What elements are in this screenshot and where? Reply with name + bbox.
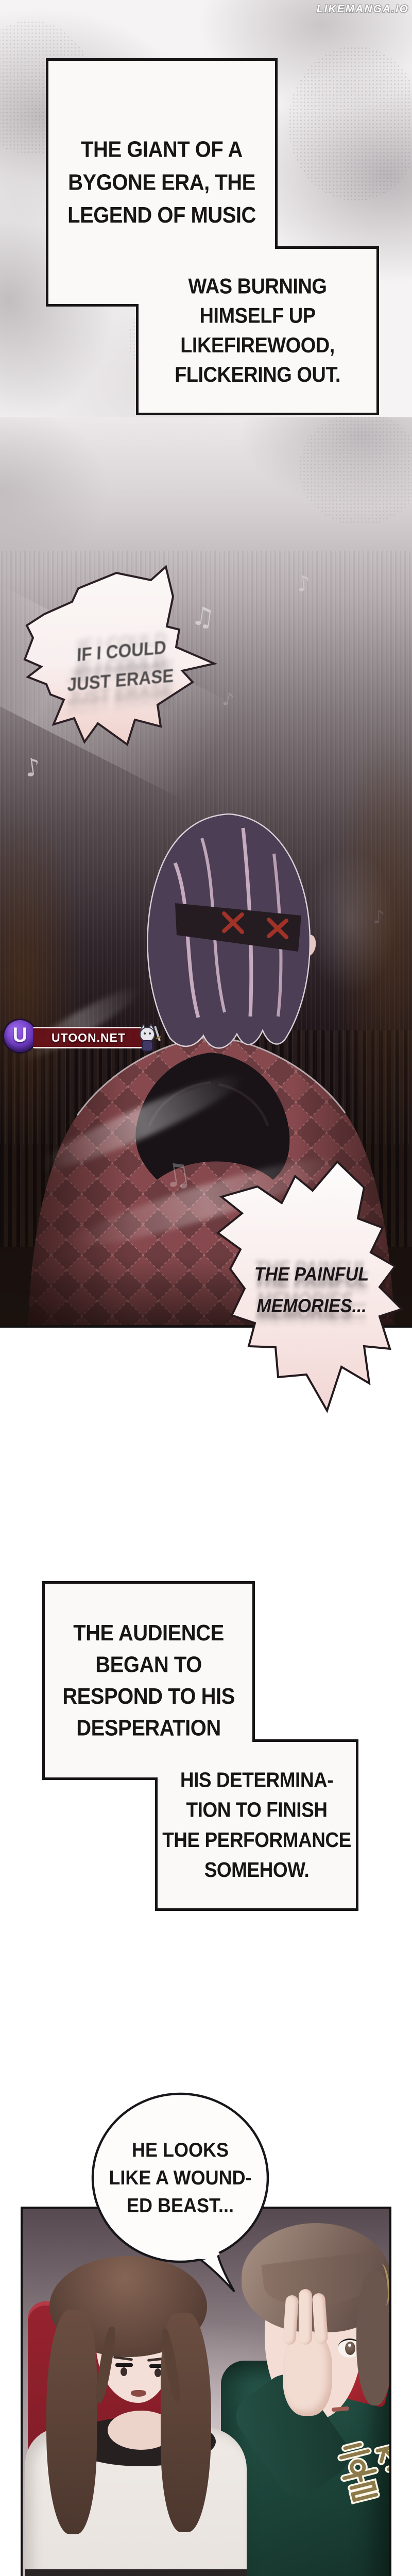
caption-box-merge-patch bbox=[136, 246, 275, 249]
utoon-logo-icon: U bbox=[4, 1020, 36, 1052]
site-watermark-text: LIKEMANGA.IO bbox=[316, 3, 409, 15]
woman-iris bbox=[154, 2368, 161, 2377]
smoke-haze bbox=[288, 824, 412, 1020]
caption-box-merge-patch bbox=[136, 249, 139, 304]
mascot-icon bbox=[140, 1023, 161, 1052]
music-note-icon: ♪ bbox=[373, 907, 385, 928]
balloon-text: HE LOOKS LIKE A WOUND- ED BEAST... bbox=[109, 2138, 252, 2217]
halftone-cloud bbox=[299, 412, 412, 526]
headband-x-marks bbox=[222, 911, 288, 939]
hood-scarf bbox=[135, 1053, 290, 1180]
halftone-cloud bbox=[288, 46, 412, 201]
man-hair-side bbox=[356, 2270, 389, 2405]
man-finger bbox=[299, 2289, 312, 2345]
thought-bubble-jagged bbox=[23, 565, 218, 747]
utoon-banner: UTOON.NET bbox=[33, 1027, 144, 1048]
woman-sweater-band bbox=[25, 2569, 247, 2576]
caption-box-merge-patch bbox=[155, 1739, 252, 1742]
woman-eye bbox=[149, 2364, 167, 2368]
utoon-watermark: U UTOON.NET bbox=[4, 1019, 161, 1056]
woman-iris bbox=[121, 2367, 127, 2376]
caption-2-text: WAS BURNING HIMSELF UP LIKEFIREWOOD, FLI… bbox=[175, 275, 340, 387]
caption-box-4 bbox=[155, 1739, 358, 1911]
music-note-icon: ♪ bbox=[295, 570, 312, 597]
caption-3-text: THE AUDIENCE BEGAN TO RESPOND TO HIS DES… bbox=[62, 1620, 235, 1741]
sfx-sniffle-korean bbox=[337, 2429, 389, 2505]
balloon-tail bbox=[192, 2251, 235, 2293]
painful-memories-text: THE PAINFUL MEMORIES... bbox=[254, 1263, 369, 1317]
panel-audience bbox=[21, 2207, 391, 2576]
speech-balloon bbox=[91, 2092, 269, 2293]
caption-box-merge-patch bbox=[155, 1742, 158, 1777]
utoon-logo-text: UTOON.NET bbox=[51, 1030, 126, 1044]
man-hand bbox=[283, 2331, 332, 2416]
woman-eye bbox=[115, 2363, 133, 2367]
woman-mouth bbox=[131, 2390, 146, 2397]
caption-1-text: THE GIANT OF A BYGONE ERA, THE LEGEND OF… bbox=[67, 137, 256, 228]
woman-hair-left bbox=[46, 2310, 97, 2534]
caption-4-text: HIS DETERMINA- TION TO FINISH THE PERFOR… bbox=[162, 1768, 351, 1882]
stage-panel-bottom-border bbox=[0, 1325, 412, 1328]
painful-memories-bubble bbox=[216, 1160, 404, 1413]
